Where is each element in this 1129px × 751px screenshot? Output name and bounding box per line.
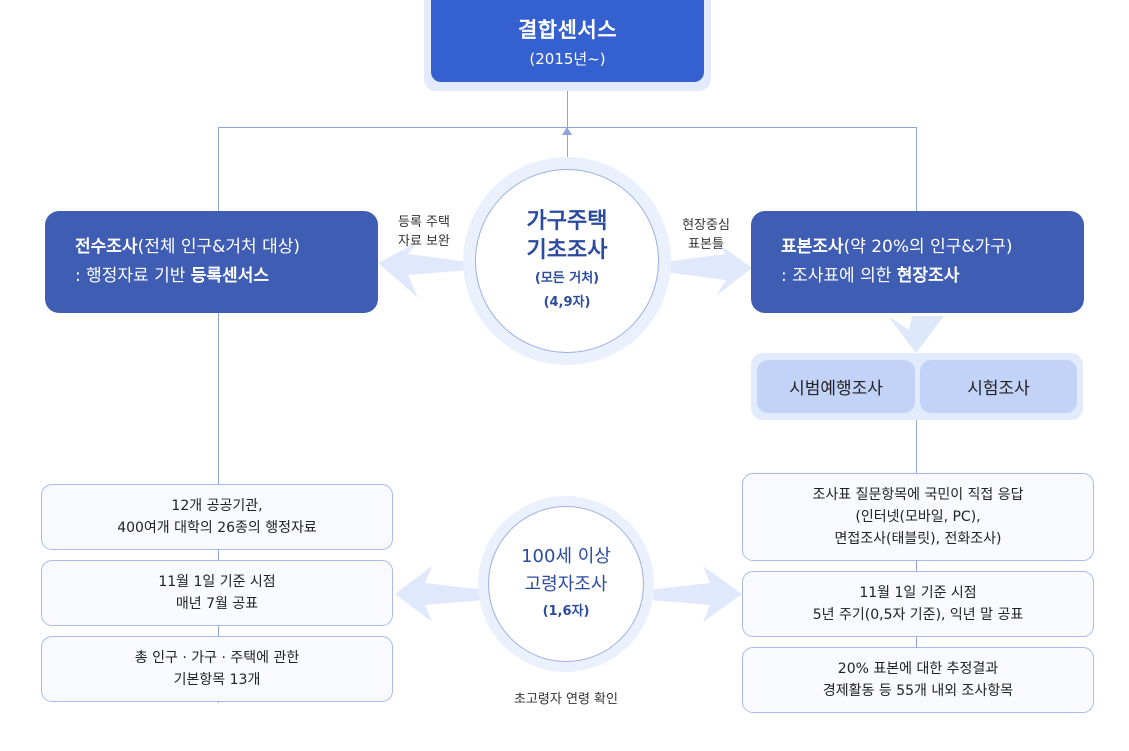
arrow-right-lower-icon <box>648 566 742 622</box>
sample-survey-basis: : 조사표에 의한 <box>781 266 897 286</box>
right-info-2-line2: 5년 주기(0,5자 기준), 익년 말 공표 <box>812 607 1024 623</box>
sample-survey-box: 표본조사(약 20%의 인구&가구) : 조사표에 의한 현장조사 <box>751 211 1084 313</box>
centenarian-survey-title-1: 100세 이상 <box>521 546 611 567</box>
basic-survey-title-2: 기초조사 <box>526 238 608 263</box>
right-info-3-line2: 경제활동 등 55개 내외 조사항목 <box>822 683 1014 699</box>
sample-survey-bold: 표본조사 <box>781 237 844 257</box>
arrow-left-upper-icon <box>378 242 470 298</box>
centenarian-survey-circle: 100세 이상 고령자조사 (1,6자) <box>488 506 644 662</box>
right-info-box-1: 조사표 질문항목에 국민이 직접 응답 (인터넷(모바일, PC), 면접조사(태블… <box>742 473 1094 561</box>
field-survey-label: 현장조사 <box>896 266 960 286</box>
full-survey-line1: 전수조사(전체 인구&거처 대상) <box>75 233 378 262</box>
left-note-line1: 등록 주택 <box>398 215 450 230</box>
centenarian-note: 초고령자 연령 확인 <box>514 692 618 707</box>
sample-survey-line1: 표본조사(약 20%의 인구&가구) <box>781 233 1084 262</box>
left-info-2-line1: 11월 1일 기준 시점 <box>158 574 276 590</box>
full-survey-scope: (전체 인구&거처 대상) <box>137 237 301 257</box>
combined-census-title: 결합센서스 <box>517 17 618 42</box>
pilot-test-survey-pill: 시험조사 <box>920 360 1077 413</box>
right-info-3-line1: 20% 표본에 대한 추정결과 <box>837 661 999 677</box>
connector-left-vertical <box>218 127 219 211</box>
left-arrow-note: 등록 주택 자료 보완 <box>388 213 460 251</box>
right-note-line1: 현장중심 <box>682 218 730 233</box>
arrow-down-icon <box>888 316 944 353</box>
arrow-right-upper-icon <box>664 242 752 296</box>
sample-survey-line2: : 조사표에 의한 현장조사 <box>781 262 1084 291</box>
right-note-line2: 표본틀 <box>688 237 724 252</box>
left-info-3-line2: 기본항목 13개 <box>173 672 261 688</box>
full-survey-line2: : 행정자료 기반 등록센서스 <box>75 262 378 291</box>
arrow-left-lower-icon <box>395 566 485 622</box>
connector-horizontal <box>218 127 917 128</box>
connector-right-vertical <box>916 127 917 211</box>
basic-survey-cycle: (4,9자) <box>543 295 591 310</box>
basic-survey-title-1: 가구주택 <box>526 209 608 234</box>
left-info-1-line2: 400여개 대학의 26종의 행정자료 <box>117 520 317 536</box>
connector-right-lower <box>916 420 917 710</box>
right-info-1-line3: 면접조사(태블릿), 전화조사) <box>834 531 1002 547</box>
left-note-line2: 자료 보완 <box>398 234 450 249</box>
left-info-3-line1: 총 인구 · 가구 · 주택에 관한 <box>134 650 300 666</box>
left-info-2-line2: 매년 7월 공표 <box>175 596 259 612</box>
arrow-up-icon <box>562 127 572 135</box>
right-arrow-note: 현장중심 표본틀 <box>670 216 742 254</box>
centenarian-survey-cycle: (1,6자) <box>542 604 590 619</box>
full-survey-bold: 전수조사 <box>75 237 138 257</box>
basic-survey-scope: (모든 거처) <box>534 271 600 286</box>
sample-survey-scope: (약 20%의 인구&가구) <box>843 237 1013 257</box>
centenarian-survey-title-2: 고령자조사 <box>524 574 608 595</box>
right-info-1-line1: 조사표 질문항목에 국민이 직접 응답 <box>812 487 1024 503</box>
full-survey-box: 전수조사(전체 인구&거처 대상) : 행정자료 기반 등록센서스 <box>45 211 378 313</box>
combined-census-box: 결합센서스 (2015년~) <box>431 0 704 82</box>
basic-survey-circle: 가구주택 기초조사 (모든 거처) (4,9자) <box>475 169 659 353</box>
full-survey-basis: : 행정자료 기반 <box>75 266 191 286</box>
right-info-box-2: 11월 1일 기준 시점 5년 주기(0,5자 기준), 익년 말 공표 <box>742 571 1094 637</box>
connector-top-vertical <box>567 91 568 161</box>
dress-rehearsal-survey-pill: 시범예행조사 <box>757 360 915 413</box>
register-census-label: 등록센서스 <box>190 266 269 286</box>
left-info-box-1: 12개 공공기관, 400여개 대학의 26종의 행정자료 <box>41 484 393 550</box>
left-info-1-line1: 12개 공공기관, <box>171 498 263 514</box>
right-info-1-line2: (인터넷(모바일, PC), <box>855 509 981 525</box>
combined-census-subtitle: (2015년~) <box>529 49 606 68</box>
right-info-2-line1: 11월 1일 기준 시점 <box>859 585 977 601</box>
